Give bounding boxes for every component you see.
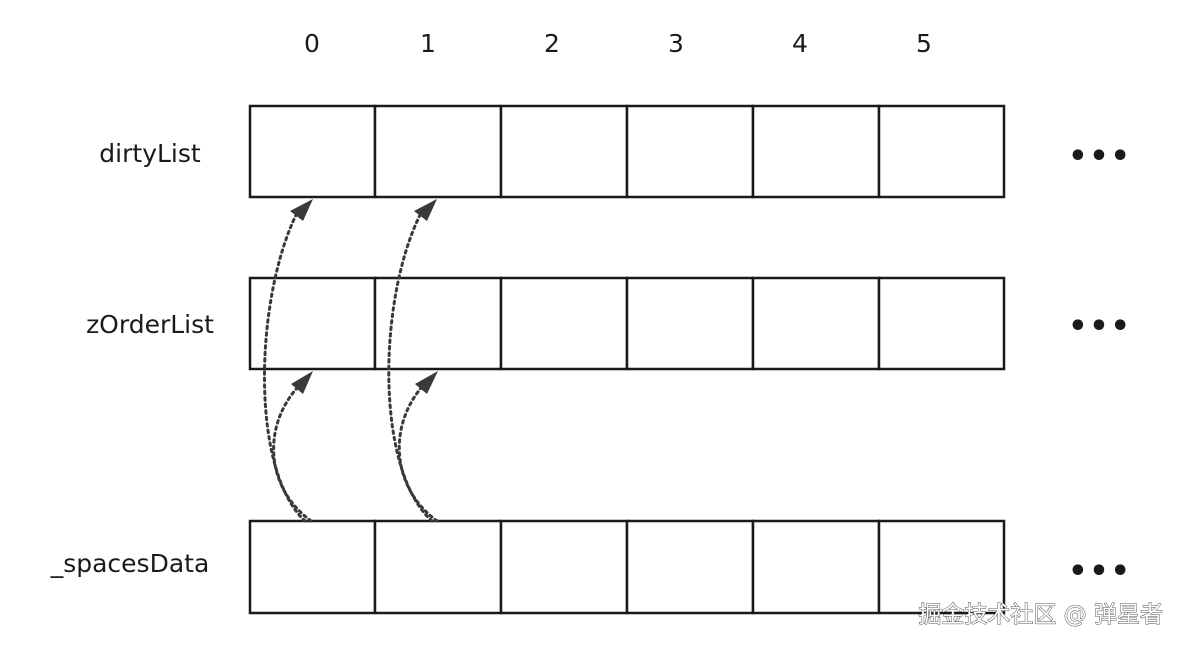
z-order-list-cell-2 [499, 276, 629, 371]
dirty-list-cell-2 [499, 104, 629, 199]
row-label-z-order-list: zOrderList [86, 310, 214, 339]
row-label-spaces-data: _spacesData [50, 549, 210, 578]
z-order-list-ellipsis: ••• [1068, 309, 1132, 344]
index-label-0: 0 [304, 29, 320, 58]
dirty-list-ellipsis: ••• [1068, 139, 1132, 174]
spaces-data-cell-2 [499, 519, 629, 615]
row-dirty-list: dirtyList ••• [99, 104, 1132, 199]
dirty-list-cell-3 [625, 104, 755, 199]
index-label-3: 3 [668, 29, 684, 58]
row-label-dirty-list: dirtyList [99, 139, 201, 168]
dirty-list-cell-1 [373, 104, 503, 199]
z-order-list-cell-4 [751, 276, 881, 371]
index-label-2: 2 [544, 29, 560, 58]
spaces-data-cells [248, 519, 1006, 615]
z-order-list-cells [248, 276, 1006, 371]
arrow-head-zorder0 [291, 371, 313, 394]
row-z-order-list: zOrderList ••• [86, 276, 1132, 371]
index-label-4: 4 [792, 29, 808, 58]
z-order-list-cell-3 [625, 276, 755, 371]
spaces-data-cell-1 [373, 519, 503, 615]
z-order-list-cell-5 [877, 276, 1006, 371]
index-labels: 0 1 2 3 4 5 [304, 29, 932, 58]
index-label-5: 5 [916, 29, 932, 58]
spaces-data-cell-3 [625, 519, 755, 615]
row-spaces-data: _spacesData ••• [50, 519, 1132, 615]
watermark-text: 掘金技术社区 @ 弹星者 [918, 602, 1163, 628]
spaces-data-cell-4 [751, 519, 881, 615]
dirty-list-cell-0 [248, 104, 377, 199]
arrow-spaces1-to-zorder1 [397, 386, 439, 523]
dirty-list-cell-5 [877, 104, 1006, 199]
spaces-data-cell-0 [248, 519, 377, 615]
arrow-spaces1-to-dirty1 [387, 213, 434, 523]
arrow-head-dirty1 [414, 199, 437, 221]
dirty-list-cell-4 [751, 104, 881, 199]
arrow-head-dirty0 [290, 199, 313, 221]
z-order-list-cell-1 [373, 276, 503, 371]
dirty-list-cells [248, 104, 1006, 199]
arrow-spaces0-to-dirty0 [263, 213, 307, 523]
spaces-data-cell-5 [877, 519, 1006, 615]
index-label-1: 1 [420, 29, 436, 58]
z-order-list-cell-0 [248, 276, 377, 371]
arrow-spaces0-to-zorder0 [272, 386, 313, 523]
arrow-head-zorder1 [415, 371, 438, 394]
link-arrows [263, 199, 439, 523]
spaces-data-ellipsis: ••• [1068, 554, 1132, 589]
